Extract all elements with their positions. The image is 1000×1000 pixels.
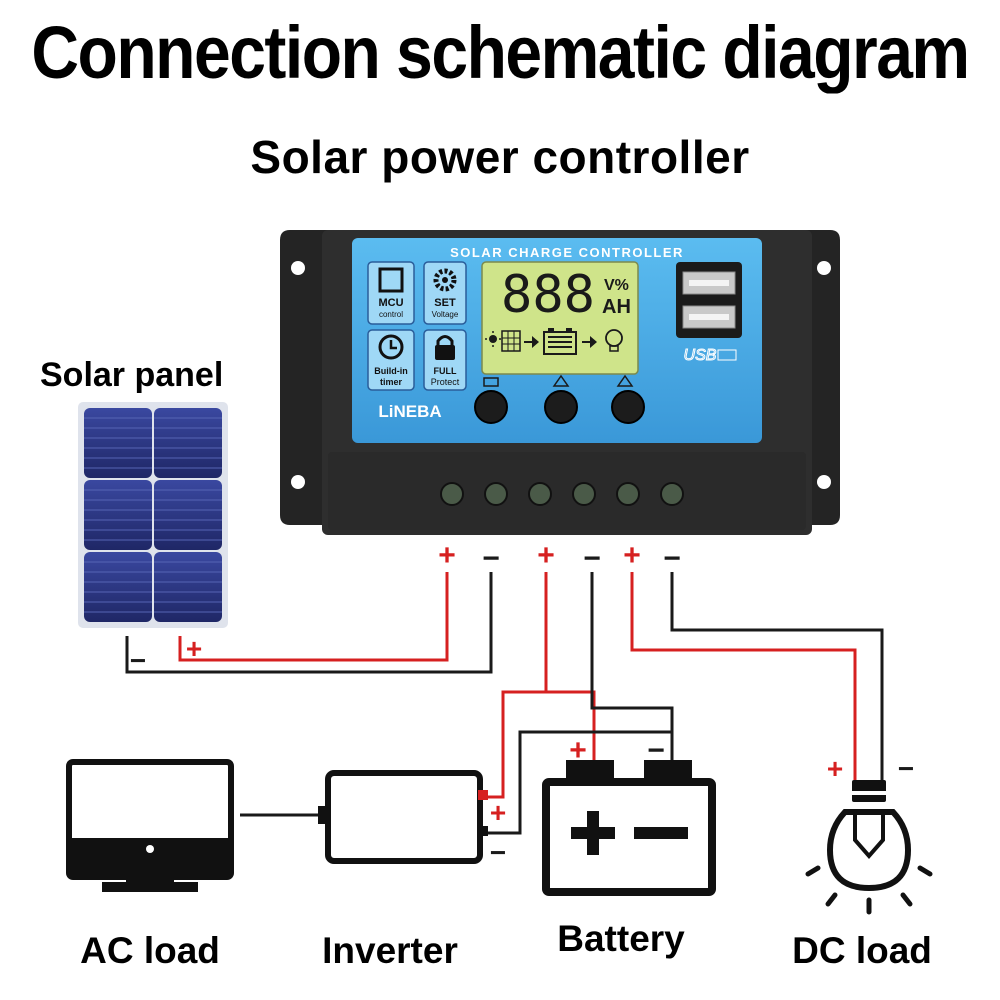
solar-positive-wire (178, 572, 449, 662)
dc-load-minus: − (898, 753, 914, 784)
solar-cell (84, 408, 152, 478)
battery-negative-wire (590, 572, 674, 760)
dc-load-positive-wire (630, 572, 857, 780)
lcd-unit-top: V% (604, 277, 629, 294)
mini-bulb-icon (605, 329, 623, 352)
usb-ports: USB (676, 262, 742, 365)
gear-icon (433, 268, 457, 292)
down-button[interactable] (611, 374, 645, 424)
mini-panel-icon (501, 330, 521, 352)
light-bulb-icon (805, 780, 933, 915)
solar-panel-plus: + (186, 633, 202, 664)
terminal-sign: + (438, 539, 456, 572)
solar-panel-label: Solar panel (40, 356, 223, 394)
arrow-icon (524, 336, 539, 348)
terminal-screw[interactable] (572, 482, 596, 506)
mount-hole (291, 475, 305, 489)
terminal-sign: + (537, 539, 555, 572)
sun-icon (485, 331, 501, 347)
controller-header: SOLAR CHARGE CONTROLLER (450, 245, 684, 260)
terminal-polarity-labels: + − + − + − (438, 539, 681, 575)
battery-icon (542, 760, 716, 896)
timer-icon-box: Build-in timer (367, 329, 415, 391)
icon-label-line1: MCU (378, 297, 403, 309)
battery-top-minus: − (647, 734, 665, 767)
mount-hole (817, 475, 831, 489)
terminal-screw[interactable] (660, 482, 684, 506)
menu-icon (483, 377, 499, 387)
battery-label: Battery (557, 918, 685, 959)
icon-label-line2: control (379, 310, 403, 319)
terminal-screw[interactable] (440, 482, 464, 506)
solar-cell (154, 408, 222, 478)
terminal-screw[interactable] (484, 482, 508, 506)
inverter-negative-wire (486, 730, 672, 835)
usb-label: USB (684, 347, 717, 364)
mount-hole (817, 261, 831, 275)
terminal-sign: − (583, 542, 601, 575)
solar-negative-wire (125, 572, 493, 674)
triangle-up-icon (552, 374, 570, 387)
terminal-sign: − (482, 542, 500, 575)
triangle-icon (616, 374, 634, 387)
main-title: Connection schematic diagram (31, 10, 970, 94)
inverter-label: Inverter (322, 930, 458, 971)
dc-load-negative-wire (670, 572, 884, 780)
wires (125, 572, 884, 835)
battery-top-plus: + (569, 734, 587, 767)
dc-load-plus: + (827, 753, 843, 784)
mini-battery-icon (543, 328, 577, 355)
dc-load-label: DC load (792, 930, 932, 971)
solar-panel (78, 402, 228, 628)
inverter-icon (318, 770, 488, 864)
brand-logo: LiNEBA (378, 402, 441, 421)
arrow-icon (582, 336, 597, 348)
full-protect-icon-box: FULL Protect (423, 329, 467, 391)
charge-controller: SOLAR CHARGE CONTROLLER MCU control SET … (280, 230, 840, 535)
icon-label-line2: Protect (431, 377, 460, 387)
solar-cell (154, 552, 222, 622)
chip-icon (378, 267, 404, 293)
left-mount-ear (280, 230, 330, 525)
solar-panel-minus: − (130, 645, 146, 676)
monitor-icon (66, 759, 234, 892)
lock-icon (435, 335, 455, 360)
solar-cell (84, 552, 152, 622)
lcd-display: 888 V% AH (481, 261, 639, 375)
icon-label-line1: Build-in (374, 366, 408, 376)
icon-label-line1: SET (434, 297, 456, 309)
terminal-screws (440, 482, 684, 506)
set-voltage-icon-box: SET Voltage (423, 261, 467, 325)
clock-icon (378, 334, 404, 360)
terminal-sign: − (663, 542, 681, 575)
terminal-screw[interactable] (528, 482, 552, 506)
subtitle: Solar power controller (250, 131, 750, 183)
terminal-block (328, 452, 806, 530)
battery-positive-wire (544, 572, 596, 760)
lcd-unit-bottom: AH (602, 296, 631, 318)
terminal-sign: + (623, 539, 641, 572)
terminal-screw[interactable] (616, 482, 640, 506)
inverter-minus: − (490, 837, 506, 868)
solar-cell (154, 480, 222, 550)
mcu-control-icon-box: MCU control (367, 261, 415, 325)
lcd-digits: 888 (501, 265, 595, 325)
icon-label-line1: FULL (434, 366, 457, 376)
inverter-positive-wire (486, 690, 546, 799)
up-button[interactable] (544, 374, 578, 424)
mount-hole (291, 261, 305, 275)
icon-label-line2: timer (380, 377, 403, 387)
ac-load-label: AC load (80, 930, 220, 971)
icon-label-line2: Voltage (432, 310, 459, 319)
inverter-plus: + (490, 797, 506, 828)
menu-button[interactable] (474, 377, 508, 424)
solar-cell (84, 480, 152, 550)
